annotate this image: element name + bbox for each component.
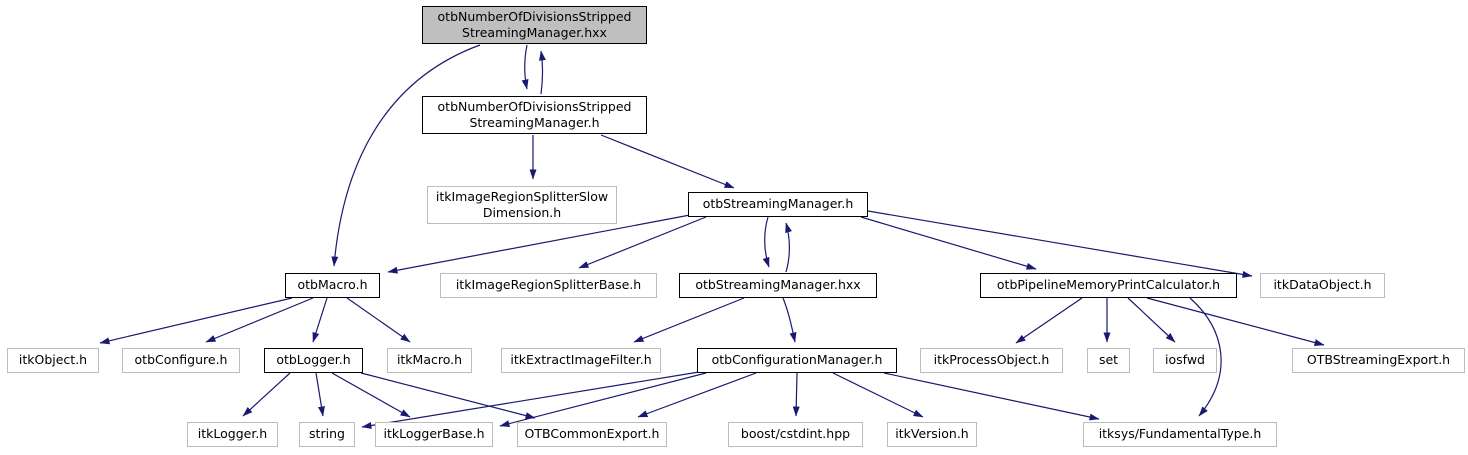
graph-node-boost: boost/cstdint.hpp bbox=[728, 422, 863, 447]
edge-streamman_hxx-config bbox=[782, 297, 797, 343]
graph-node-itkprocess: itkProcessObject.h bbox=[920, 348, 1063, 373]
edge-calc-otbstreamexport bbox=[1146, 297, 1325, 346]
graph-node-otbconfigure: otbConfigure.h bbox=[122, 348, 240, 373]
edge-hxx-otbmacro bbox=[331, 44, 481, 267]
edge-otblogger-itklogger bbox=[242, 372, 291, 417]
edge-streamman_hxx-itkextract bbox=[633, 297, 745, 343]
edge-config-itksys bbox=[883, 372, 1100, 421]
edge-otblogger-itkloggerbase bbox=[331, 372, 411, 418]
graph-node-otbmacro[interactable]: otbMacro.h bbox=[285, 273, 380, 298]
edge-hxx-h bbox=[521, 44, 529, 90]
graph-node-string: string bbox=[299, 422, 355, 447]
graph-node-calc[interactable]: otbPipelineMemoryPrintCalculator.h bbox=[980, 273, 1237, 298]
edge-h-streamman_h bbox=[600, 134, 735, 189]
edge-config-itkloggerbase bbox=[499, 372, 707, 428]
graph-node-otbcommonexport: OTBCommonExport.h bbox=[517, 422, 667, 447]
graph-node-otbstreamexport: OTBStreamingExport.h bbox=[1292, 348, 1465, 373]
graph-node-itkloggerbase: itkLoggerBase.h bbox=[375, 422, 493, 447]
graph-node-itkdataobject: itkDataObject.h bbox=[1260, 273, 1385, 298]
edge-h-hxx bbox=[538, 50, 546, 95]
edge-otbmacro-itkobject bbox=[99, 297, 293, 345]
graph-node-itkextract: itkExtractImageFilter.h bbox=[501, 348, 661, 373]
graph-node-itkversion: itkVersion.h bbox=[887, 422, 977, 447]
edge-otbmacro-otblogger bbox=[312, 297, 328, 343]
graph-node-itkobject: itkObject.h bbox=[7, 348, 99, 373]
edge-config-itkversion bbox=[832, 372, 924, 418]
edge-streamman_h-splitterbase bbox=[578, 216, 707, 269]
edge-config-boost bbox=[792, 372, 800, 417]
edge-streamman_h-otbmacro bbox=[387, 214, 691, 274]
graph-node-iosfwd: iosfwd bbox=[1153, 348, 1217, 373]
graph-node-set: set bbox=[1087, 348, 1130, 373]
edge-otblogger-otbcommonexport bbox=[360, 372, 536, 420]
graph-node-streamman_hxx[interactable]: otbStreamingManager.hxx bbox=[679, 273, 877, 298]
edge-calc-iosfwd bbox=[1127, 297, 1176, 343]
graph-node-itklogger: itkLogger.h bbox=[187, 422, 278, 447]
graph-node-splitterslow: itkImageRegionSplitterSlow Dimension.h bbox=[427, 186, 617, 224]
edge-calc-itksys bbox=[1189, 297, 1222, 417]
graph-node-config[interactable]: otbConfigurationManager.h bbox=[697, 348, 897, 373]
graph-node-otblogger[interactable]: otbLogger.h bbox=[264, 348, 363, 373]
edge-otbmacro-itkmacro bbox=[346, 297, 411, 343]
edge-config-string bbox=[361, 371, 700, 429]
graph-node-h[interactable]: otbNumberOfDivisionsStripped StreamingMa… bbox=[422, 96, 647, 134]
edge-otbmacro-otbconfigure bbox=[205, 297, 314, 343]
graph-node-splitterbase: itkImageRegionSplitterBase.h bbox=[440, 273, 657, 298]
edge-streamman_h-streamman_hxx bbox=[762, 216, 770, 268]
graph-node-itksys: itksys/FundamentalType.h bbox=[1083, 422, 1277, 447]
graph-node-itkmacro: itkMacro.h bbox=[387, 348, 472, 373]
edge-config-otbcommonexport bbox=[637, 372, 757, 418]
edge-streamman_h-calc bbox=[860, 216, 1037, 270]
edge-otblogger-string bbox=[315, 372, 325, 417]
graph-node-hxx: otbNumberOfDivisionsStripped StreamingMa… bbox=[422, 6, 647, 44]
edge-calc-itkprocess bbox=[1015, 297, 1083, 344]
graph-node-streamman_h[interactable]: otbStreamingManager.h bbox=[688, 192, 868, 217]
edge-streamman_h-itkdataobject bbox=[867, 210, 1253, 278]
edge-streamman_hxx-streamman_h bbox=[785, 222, 792, 273]
